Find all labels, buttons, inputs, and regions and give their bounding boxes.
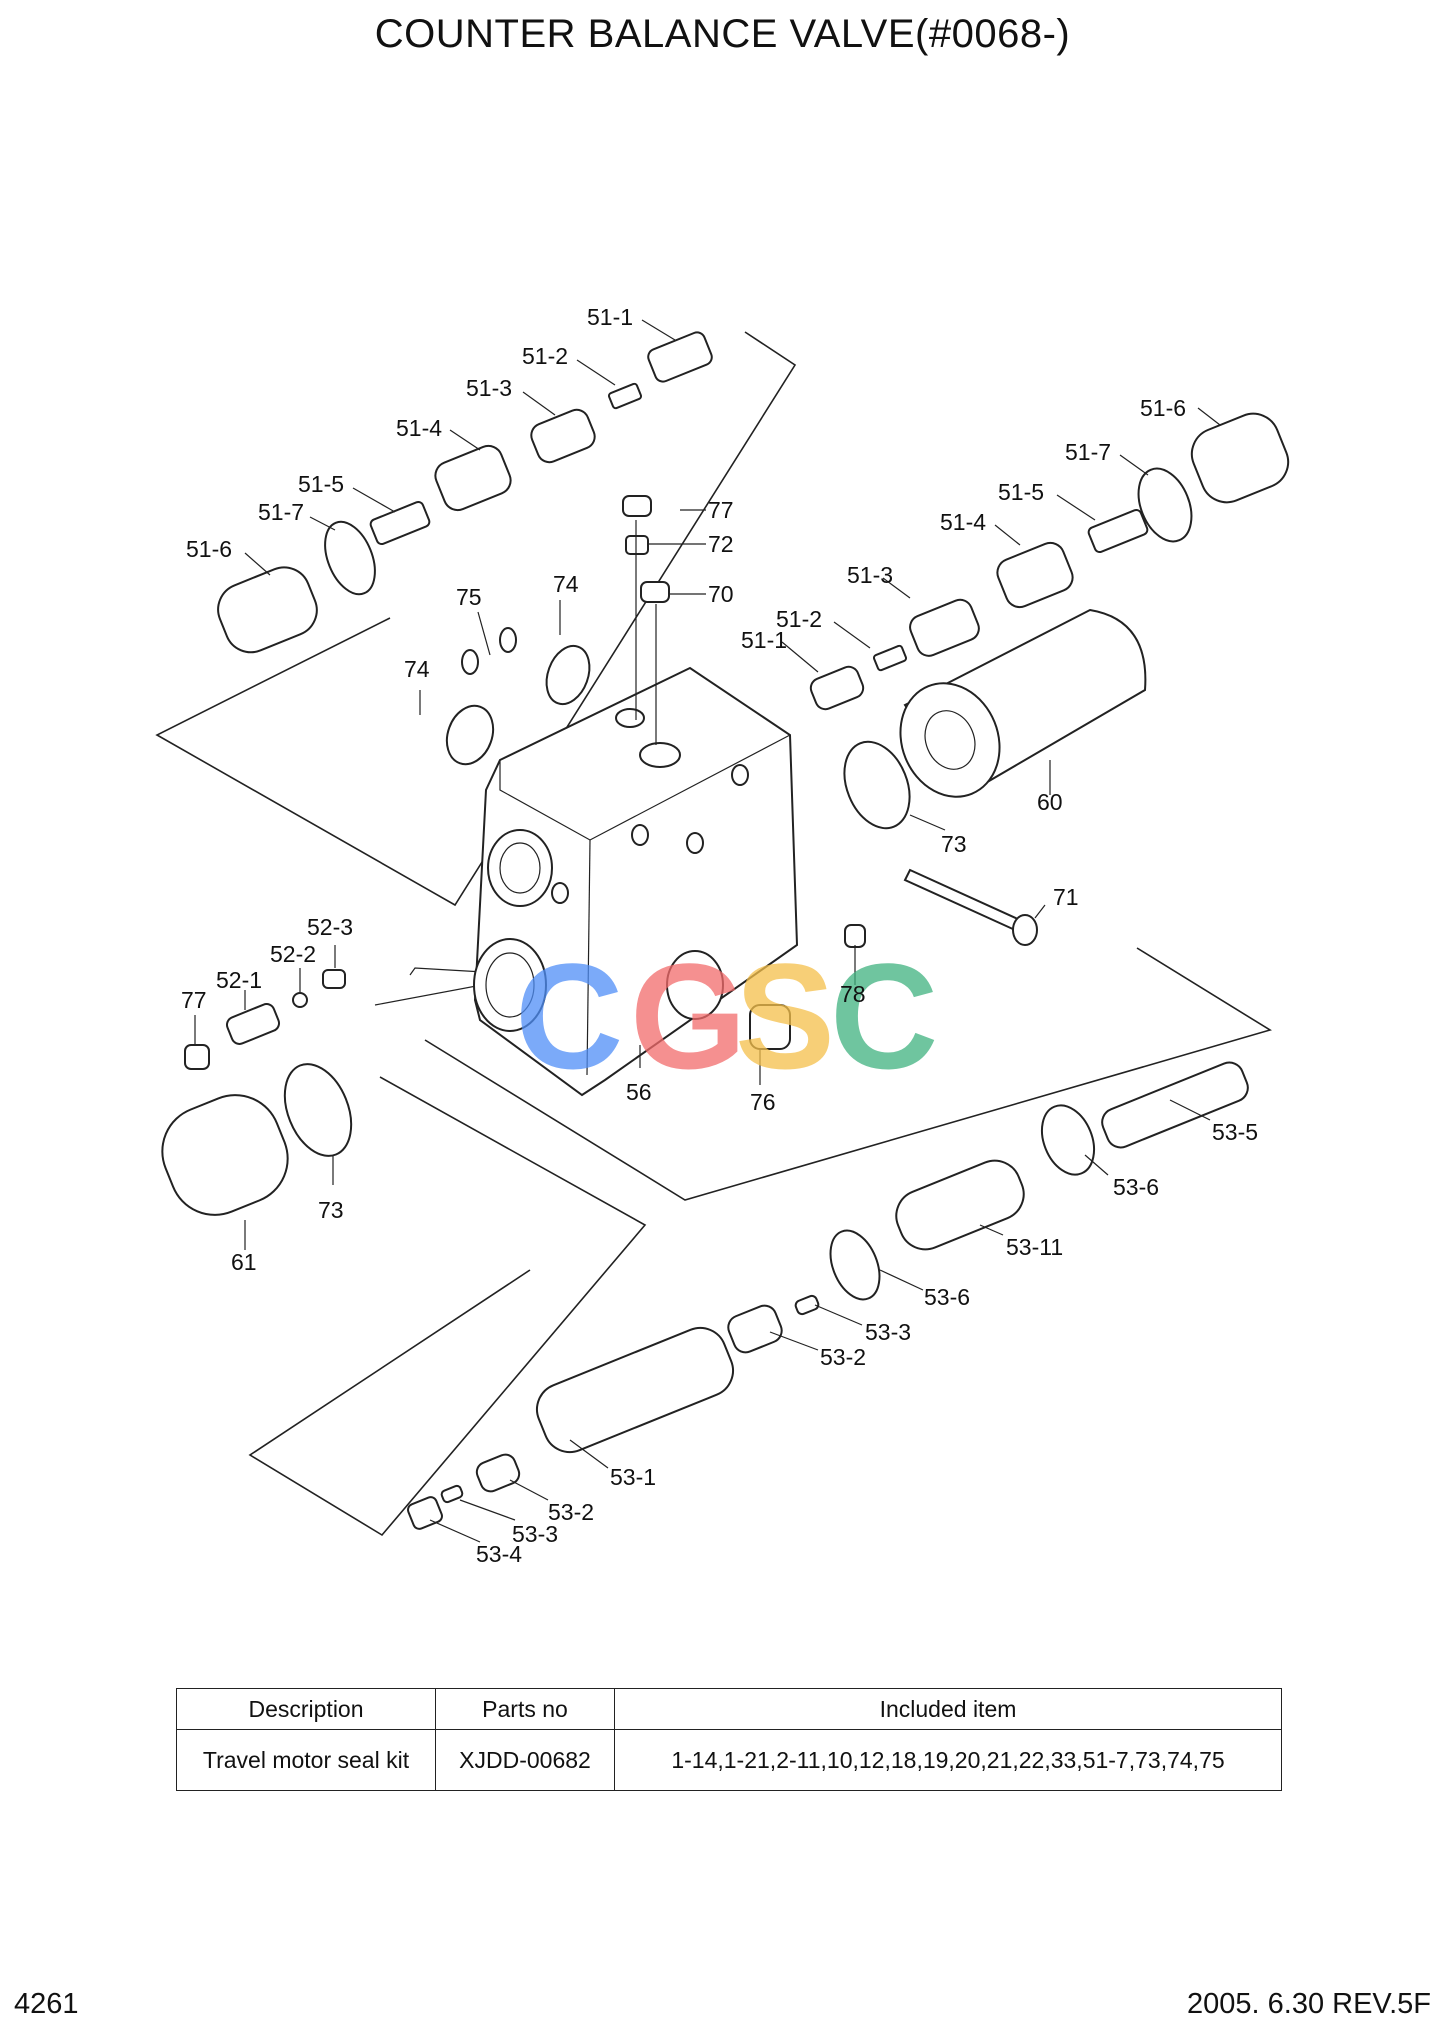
table-row: Travel motor seal kit XJDD-00682 1-14,1-…: [176, 1729, 1282, 1791]
header-parts-no: Parts no: [435, 1688, 615, 1730]
label-52-1: 52-1: [216, 967, 262, 993]
table-header-row: Description Parts no Included item: [176, 1688, 1282, 1730]
bolt-71: [844, 868, 1038, 948]
label-72: 72: [708, 531, 734, 557]
label-52-3: 52-3: [307, 914, 353, 940]
top-fittings: [445, 495, 911, 830]
label-53-3a: 53-3: [865, 1319, 911, 1345]
label-71: 71: [1053, 884, 1079, 910]
relief-valve-group-right: [809, 412, 1290, 711]
label-51-2b: 51-2: [776, 606, 822, 632]
cylinder-60: [899, 608, 1147, 798]
label-51-4a: 51-4: [396, 415, 442, 441]
label-51-6a: 51-6: [186, 536, 232, 562]
label-53-11: 53-11: [1006, 1234, 1063, 1260]
watermark-letter-3: S: [735, 932, 835, 1100]
spool-group: [407, 1061, 1249, 1530]
label-56: 56: [626, 1079, 652, 1105]
page-number: 4261: [14, 1988, 79, 2020]
label-53-2a: 53-2: [820, 1344, 866, 1370]
part-labels: 51-1 51-2 51-3 51-4 51-5 51-7 51-6 51-6 …: [181, 304, 1258, 1567]
label-75: 75: [456, 584, 482, 610]
valve-body: [473, 666, 799, 1097]
label-53-2b: 53-2: [548, 1499, 594, 1525]
label-51-5a: 51-5: [298, 471, 344, 497]
label-51-5b: 51-5: [998, 479, 1044, 505]
label-51-7b: 51-7: [1065, 439, 1111, 465]
label-53-4: 53-4: [476, 1541, 522, 1567]
cell-included-item: 1-14,1-21,2-11,10,12,18,19,20,21,22,33,5…: [614, 1729, 1282, 1791]
watermark-letter-4: C: [830, 932, 938, 1100]
label-53-6b: 53-6: [924, 1284, 970, 1310]
revision-date: 2005. 6.30 REV.5F: [1187, 1988, 1431, 2020]
header-description: Description: [176, 1688, 436, 1730]
leader-lines: [194, 319, 1221, 1543]
watermark-letter-2: G: [630, 932, 747, 1100]
label-76: 76: [750, 1089, 776, 1115]
label-51-1b: 51-1: [741, 627, 787, 653]
label-74a: 74: [553, 571, 579, 597]
label-51-7a: 51-7: [258, 499, 304, 525]
relief-valve-group-left: [217, 331, 713, 654]
label-51-6b: 51-6: [1140, 395, 1186, 421]
label-78: 78: [840, 981, 866, 1007]
label-73a: 73: [941, 831, 967, 857]
label-51-3a: 51-3: [466, 375, 512, 401]
label-77b: 77: [181, 987, 207, 1013]
label-60: 60: [1037, 789, 1063, 815]
label-61: 61: [231, 1249, 257, 1275]
label-53-5: 53-5: [1212, 1119, 1258, 1145]
label-70: 70: [708, 581, 734, 607]
label-51-4b: 51-4: [940, 509, 986, 535]
cell-description: Travel motor seal kit: [176, 1729, 436, 1791]
label-77a: 77: [708, 497, 734, 523]
header-included-item: Included item: [614, 1688, 1282, 1730]
label-53-1: 53-1: [610, 1464, 656, 1490]
label-51-3b: 51-3: [847, 562, 893, 588]
label-51-2a: 51-2: [522, 343, 568, 369]
label-74b: 74: [404, 656, 430, 682]
label-52-2: 52-2: [270, 941, 316, 967]
left-small-parts: [161, 969, 791, 1216]
label-51-1a: 51-1: [587, 304, 633, 330]
page-title: COUNTER BALANCE VALVE(#0068-): [374, 12, 1071, 56]
cell-parts-no: XJDD-00682: [435, 1729, 615, 1791]
seal-kit-table: Description Parts no Included item Trave…: [176, 1688, 1282, 1791]
watermark: C G S C: [515, 932, 938, 1100]
label-53-3b: 53-3: [512, 1521, 558, 1547]
label-53-6a: 53-6: [1113, 1174, 1159, 1200]
reference-outlines: [155, 331, 1272, 1537]
label-73b: 73: [318, 1197, 344, 1223]
watermark-letter-1: C: [515, 932, 623, 1100]
